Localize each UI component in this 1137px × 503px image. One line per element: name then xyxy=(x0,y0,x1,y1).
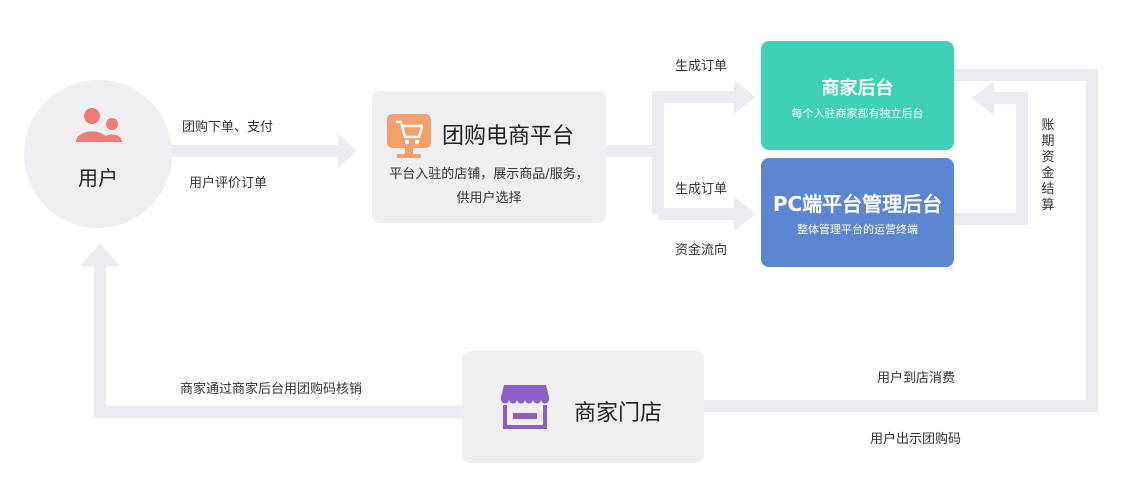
arrow-settlement xyxy=(972,81,994,115)
platform-title: 团购电商平台 xyxy=(442,124,575,149)
arrow-to-pc xyxy=(734,197,756,231)
merchant-to-store-line xyxy=(704,69,1098,412)
pc-backend-node: PC端平台管理后台 整体管理平台的运营终端 xyxy=(761,158,954,267)
arrow-to-user xyxy=(80,244,120,266)
merchant-backend-title: 商家后台 xyxy=(821,78,894,99)
pc-backend-title: PC端平台管理后台 xyxy=(772,192,943,216)
edge-label-settlement: 账期资金结算 xyxy=(1041,118,1055,213)
edge-label-store-visit: 用户到店消费 xyxy=(877,371,956,386)
edge-label-review: 用户评价订单 xyxy=(189,176,268,191)
store-title: 商家门店 xyxy=(574,401,663,426)
edge-label-show-code: 用户出示团购码 xyxy=(870,432,962,447)
edge-label-pc-order: 生成订单 xyxy=(675,182,728,197)
pc-backend-subtitle: 整体管理平台的运营终端 xyxy=(797,223,918,236)
store-to-user-line xyxy=(94,264,462,418)
edge-label-fund-flow: 资金流向 xyxy=(675,243,728,258)
user-node: 用户 xyxy=(24,80,172,228)
settlement-line xyxy=(954,92,1028,225)
to-merchant-line xyxy=(652,91,736,214)
user-label: 用户 xyxy=(78,166,118,190)
store-node: 商家门店 xyxy=(462,351,704,463)
arrow-to-merchant xyxy=(734,80,756,114)
edge-label-verify: 商家通过商家后台用团购码核销 xyxy=(180,382,363,397)
merchant-backend-node: 商家后台 每个入驻商家都有独立后台 xyxy=(761,41,954,150)
shopping-cart-monitor-icon xyxy=(387,114,431,158)
platform-description: 平台入驻的店铺，展示商品/服务，供用户选择 xyxy=(389,167,589,206)
platform-node: 团购电商平台 平台入驻的店铺，展示商品/服务，供用户选择 xyxy=(372,91,606,223)
users-icon xyxy=(76,108,122,142)
arrow-to-platform xyxy=(338,133,356,169)
edge-label-merchant-order: 生成订单 xyxy=(675,59,728,74)
storefront-icon xyxy=(501,385,549,429)
edge-label-order-pay: 团购下单、支付 xyxy=(182,120,274,135)
merchant-backend-subtitle: 每个入驻商家都有独立后台 xyxy=(791,107,924,120)
